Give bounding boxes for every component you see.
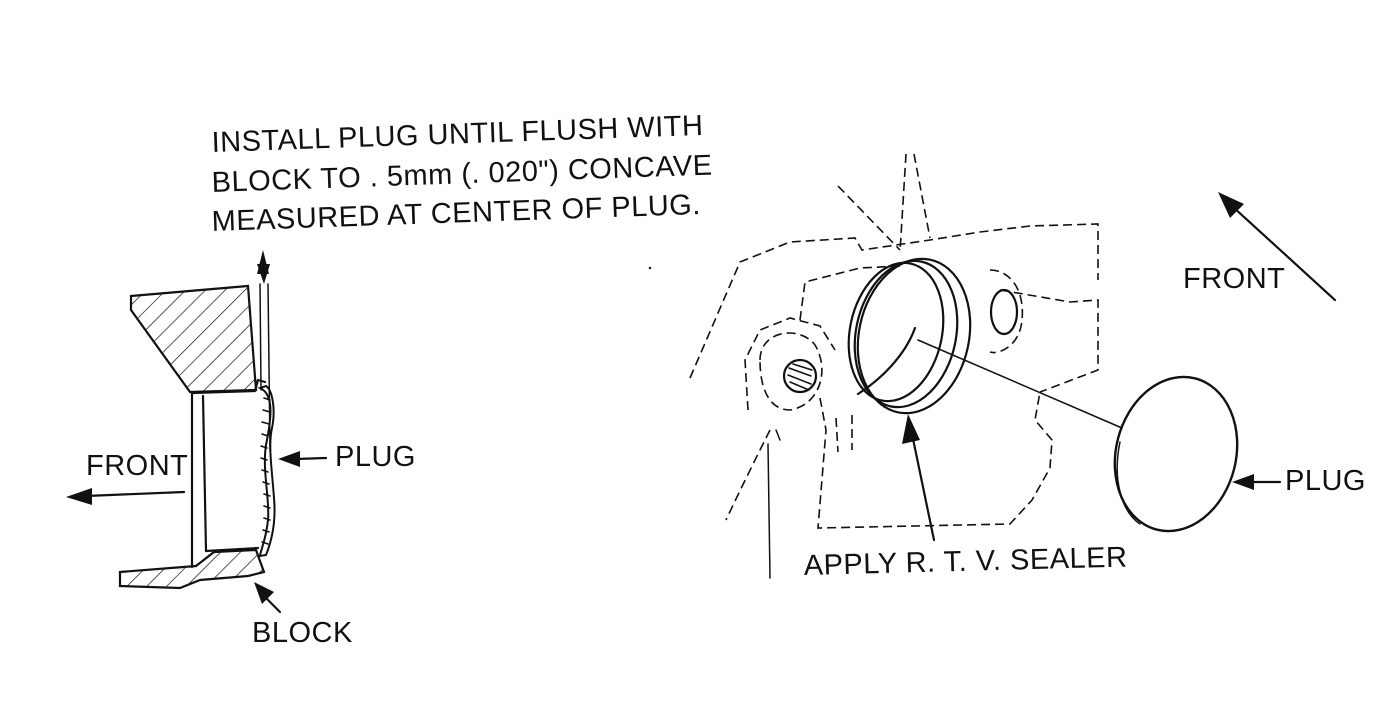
casting-right-edge bbox=[999, 289, 1099, 393]
plug-arrow-left-head bbox=[278, 451, 300, 467]
bore-wall-inner bbox=[201, 394, 208, 553]
threaded-hole bbox=[782, 358, 818, 394]
plug-bore-outer bbox=[856, 257, 972, 415]
small-boss-hole bbox=[989, 288, 1019, 336]
front-arrow-right-shaft bbox=[1230, 204, 1337, 302]
front-arrow-right-head bbox=[1218, 192, 1244, 218]
block-arrow-head bbox=[254, 582, 274, 604]
sealer-label: APPLY R. T. V. SEALER bbox=[803, 542, 1127, 582]
loose-core-plug bbox=[1113, 375, 1239, 533]
casting-right-boss bbox=[989, 269, 1024, 354]
threaded-hole-threads bbox=[787, 363, 813, 391]
sealer-arrow-shaft bbox=[910, 432, 936, 542]
casting-solid-lines bbox=[767, 429, 781, 579]
front-label-right: FRONT bbox=[1183, 263, 1285, 295]
block-label: BLOCK bbox=[252, 617, 353, 649]
front-arrow-left-head bbox=[66, 488, 92, 505]
casting-outline-left bbox=[744, 317, 836, 411]
measurement-line-left bbox=[259, 283, 262, 391]
casting-lower-left bbox=[725, 429, 771, 521]
block-lower-section bbox=[118, 548, 266, 590]
casting-slot-1 bbox=[835, 417, 839, 453]
casting-rib-upper bbox=[837, 185, 901, 251]
plug-arrow-left-shaft bbox=[294, 456, 328, 461]
plug-bore-inner bbox=[847, 261, 945, 403]
engine-block-view: APPLY R. T. V. SEALER PLUG FRONT bbox=[689, 153, 1366, 582]
casting-boss-left bbox=[759, 332, 823, 411]
plug-arrow-right-head bbox=[1232, 474, 1254, 490]
casting-outline-upper bbox=[689, 223, 1099, 379]
front-label-left: FRONT bbox=[86, 450, 188, 482]
casting-lower-body bbox=[817, 391, 1053, 529]
block-upper-section bbox=[129, 284, 258, 394]
plug-bore-rim bbox=[853, 259, 959, 409]
front-arrow-left-shaft bbox=[84, 490, 186, 498]
core-plug-texture bbox=[260, 397, 271, 545]
plug-leader-line bbox=[917, 339, 1123, 429]
casting-rib-vertical-1 bbox=[899, 153, 907, 253]
casting-flange-left bbox=[799, 265, 901, 321]
sealer-arrow-head bbox=[902, 414, 920, 444]
bore-bottom-edge bbox=[204, 546, 260, 553]
plug-bore-shadow bbox=[856, 326, 917, 396]
loose-core-plug-edge bbox=[1116, 441, 1141, 525]
cross-section-view: INSTALL PLUG UNTIL FLUSH WITH BLOCK TO .… bbox=[66, 110, 713, 649]
speck bbox=[648, 266, 652, 270]
plug-label-right: PLUG bbox=[1285, 465, 1366, 497]
plug-label-left: PLUG bbox=[335, 441, 416, 473]
measurement-line-right bbox=[267, 283, 271, 451]
measurement-arrow-down bbox=[257, 264, 270, 284]
casting-rib-vertical-2 bbox=[913, 153, 931, 239]
